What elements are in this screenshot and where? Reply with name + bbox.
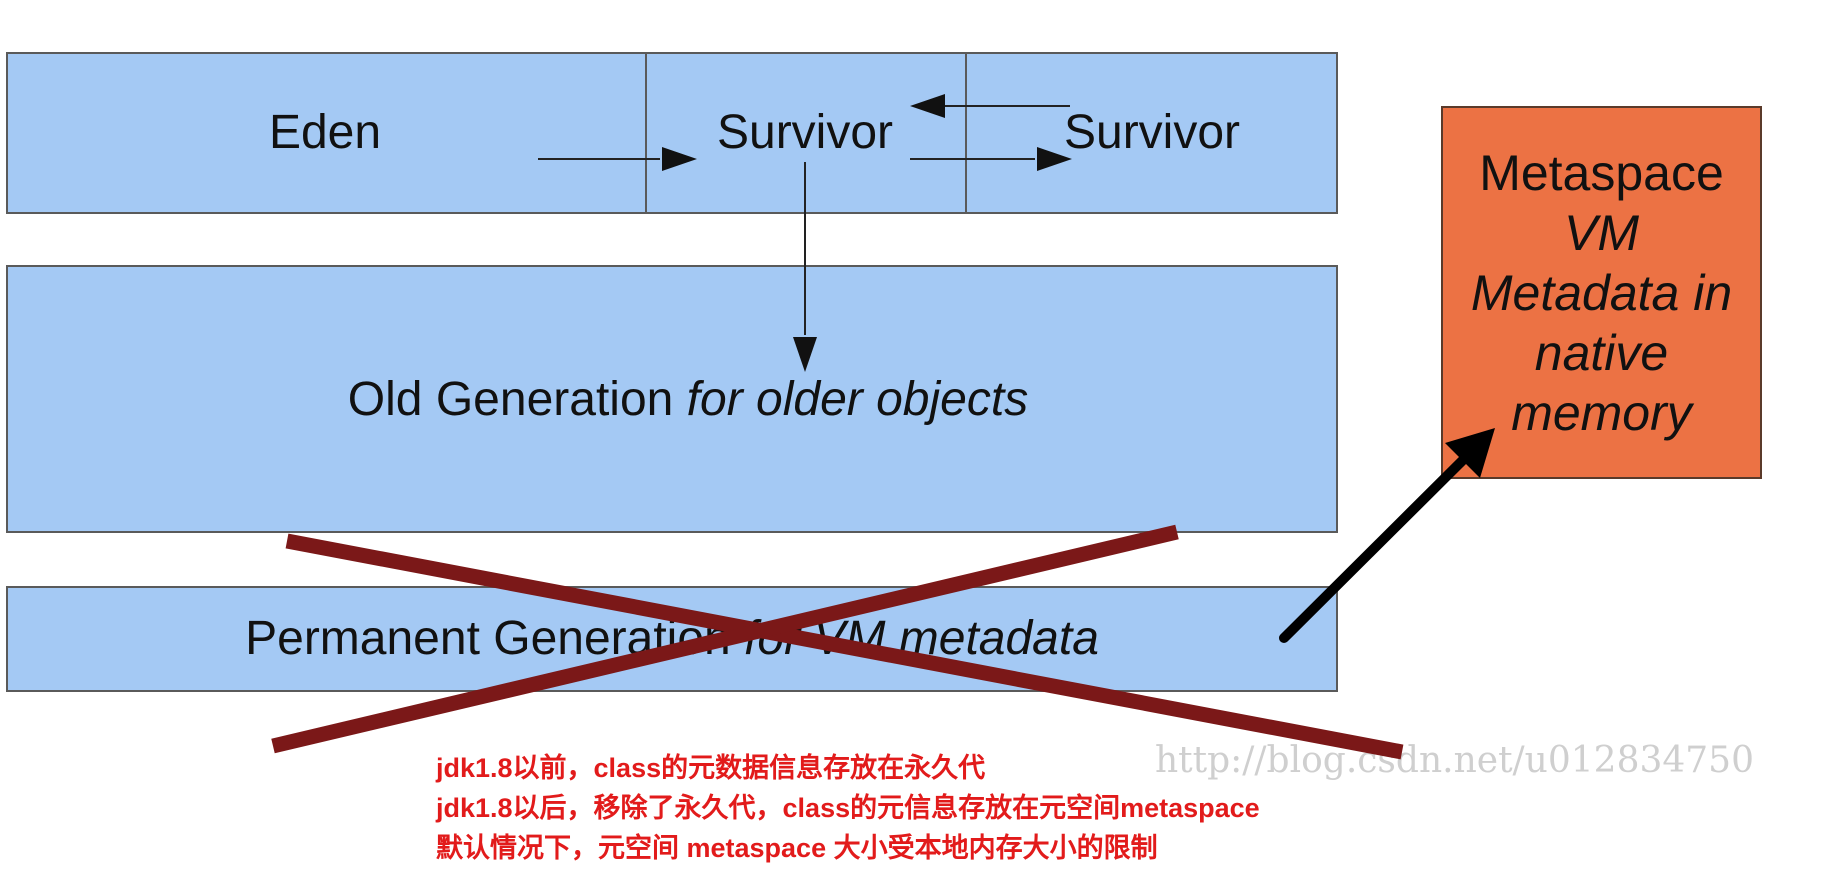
- survivor-survivor-divider: [965, 52, 967, 214]
- note-line-2: jdk1.8以后，移除了永久代，class的元信息存放在元空间metaspace: [436, 793, 1260, 823]
- metaspace-metadata-in: Metadata in: [1470, 264, 1733, 321]
- survivor-back-arrow: [910, 94, 1070, 118]
- removed-cross: [271, 524, 1404, 760]
- permanent-generation-bar: [6, 586, 1338, 692]
- metaspace-vm: VM: [1564, 204, 1639, 261]
- old-generation-title: Old Generation: [347, 373, 674, 426]
- eden-to-survivor-arrow: [538, 147, 697, 171]
- note-line-3: 默认情况下，元空间 metaspace 大小受本地内存大小的限制: [436, 833, 1158, 863]
- eden-label: Eden: [268, 106, 382, 159]
- survivor-to-old-arrow: [793, 162, 817, 372]
- note-line-1: jdk1.8以前，class的元数据信息存放在永久代: [436, 753, 986, 783]
- metaspace-memory: memory: [1511, 384, 1692, 441]
- young-generation-bar: [6, 52, 1338, 214]
- survivor-to-label: Survivor: [1063, 106, 1241, 159]
- watermark-url: http://blog.csdn.net/u012834750: [1155, 740, 1754, 781]
- metaspace-box: Metaspace VM Metadata in native memory: [1441, 106, 1762, 479]
- old-generation-label: Old Generation for older objects: [348, 376, 1028, 424]
- eden-survivor-divider: [645, 52, 647, 214]
- perm-to-metaspace-arrow: [1279, 428, 1495, 643]
- notes-block: jdk1.8以前，class的元数据信息存放在永久代 jdk1.8以后，移除了永…: [436, 748, 1260, 868]
- survivor-from-label: Survivor: [716, 106, 894, 159]
- metaspace-native: native: [1534, 324, 1669, 381]
- old-generation-box: [6, 265, 1338, 533]
- survivor-to-survivor-arrow: [910, 147, 1072, 171]
- old-generation-subtitle: for older objects: [686, 373, 1029, 426]
- metaspace-title: Metaspace: [1479, 144, 1724, 201]
